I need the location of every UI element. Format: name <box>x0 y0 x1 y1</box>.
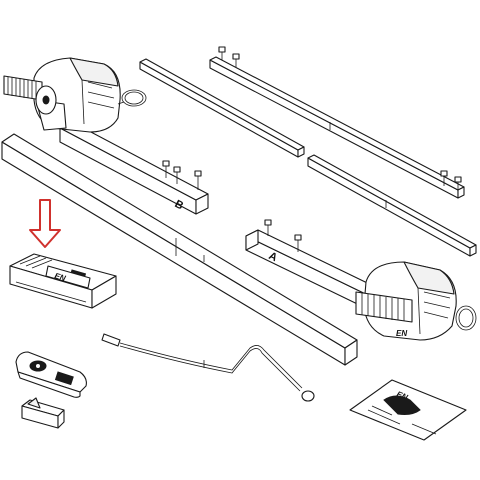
cable-coil-a <box>455 305 477 331</box>
floor-beam <box>1 133 358 366</box>
middle-rail <box>307 154 477 257</box>
rail-bolt-left <box>218 46 240 67</box>
control-unit: EN <box>9 253 117 309</box>
motor-a-logo: EN <box>396 329 407 338</box>
hand-crank <box>101 333 315 402</box>
screw-a <box>355 291 413 323</box>
upper-rail <box>139 58 305 158</box>
highlight-arrow-icon <box>29 199 61 248</box>
arm-a-bolts <box>264 219 302 252</box>
cable-coil-b <box>117 89 147 107</box>
remote-holder <box>21 397 65 429</box>
rail-bolt-right <box>440 170 462 192</box>
remote-control <box>15 351 87 398</box>
motor-arm-b: B <box>3 57 209 215</box>
instruction-manual: EN <box>349 379 467 441</box>
control-unit-logo: EN <box>53 271 66 283</box>
arm-b-bolts <box>162 160 202 190</box>
right-rail <box>209 46 465 199</box>
motor-arm-a: A EN <box>245 219 477 341</box>
